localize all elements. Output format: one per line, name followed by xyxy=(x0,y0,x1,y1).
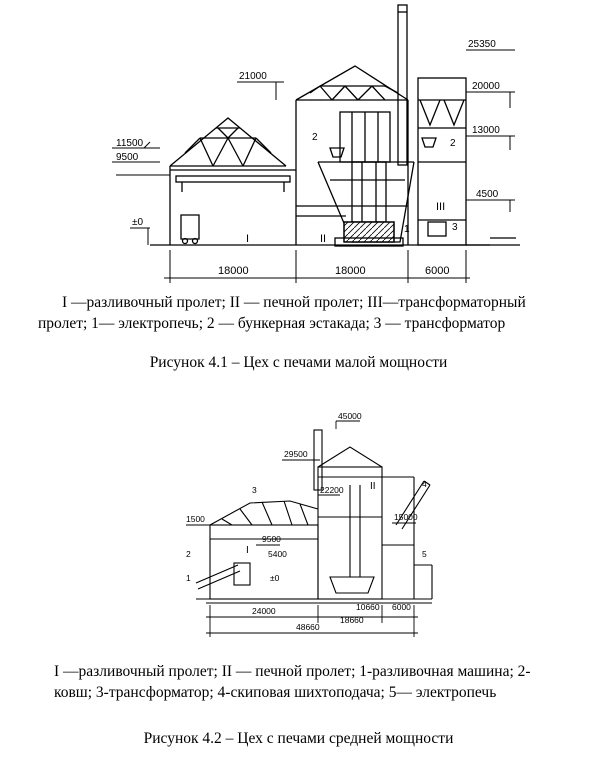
elev-13000: 13000 xyxy=(472,125,500,136)
elev-21000: 21000 xyxy=(239,71,267,82)
bay-label-ii: II xyxy=(320,233,326,245)
callout-2-2: 2 xyxy=(186,549,191,559)
figure-4-1-legend-cont: пролет; 1— электропечь; 2 — бункерная эс… xyxy=(38,314,505,334)
legend2-line-2: ковш; 3-трансформатор; 4-скиповая шихтоп… xyxy=(54,684,497,701)
callout-1: 1 xyxy=(404,224,410,235)
elev-9500: 9500 xyxy=(116,152,139,163)
chimney xyxy=(397,4,408,166)
bay-label-i-2: I xyxy=(246,545,249,556)
span-10660: 10660 xyxy=(356,602,380,612)
span-24000: 24000 xyxy=(252,606,276,616)
figure-4-2-title: Рисунок 4.2 – Цех с печами средней мощно… xyxy=(143,730,454,747)
span-6000: 6000 xyxy=(425,265,449,277)
elev-22200: 22200 xyxy=(320,485,344,495)
span-18000-a: 18000 xyxy=(218,265,249,277)
span-48660: 48660 xyxy=(296,622,320,632)
legend2-line-1: I —разливочный пролет; II — печной проле… xyxy=(54,663,531,680)
figure-4-1-title: Рисунок 4.1 – Цех с печами малой мощност… xyxy=(149,354,448,371)
callout-2-right: 2 xyxy=(450,138,456,149)
span-18660: 18660 xyxy=(340,615,364,625)
electric-furnace xyxy=(329,576,375,594)
span-6000-2: 6000 xyxy=(392,602,411,612)
truss-roof-left-2 xyxy=(209,500,319,526)
callout-2-left: 2 xyxy=(312,132,318,143)
figure-4-2-drawing: 45000 29500 22200 1500 9500 5400 15000 ±… xyxy=(186,411,433,637)
elev-9500-2: 9500 xyxy=(262,534,281,544)
bay-label-i: I xyxy=(246,233,249,245)
elev-1500: 1500 xyxy=(186,514,205,524)
span-18000-b: 18000 xyxy=(335,265,366,277)
legend-line-1: I —разливочный пролет; II — печной проле… xyxy=(62,294,526,311)
elev-5400: 5400 xyxy=(268,549,287,559)
figure-4-2-legend: I —разливочный пролет; II — печной проле… xyxy=(54,662,531,682)
callout-1-2: 1 xyxy=(186,573,191,583)
truss-roof-left xyxy=(169,117,287,167)
transformer-bay xyxy=(417,77,516,246)
callout-5-2: 5 xyxy=(422,549,427,559)
elev-25350: 25350 xyxy=(468,39,496,50)
elev-zero-2: ±0 xyxy=(270,573,280,583)
callout-3: 3 xyxy=(452,222,458,233)
callout-4-2: 4 xyxy=(422,479,427,489)
elev-45000: 45000 xyxy=(338,411,362,421)
elev-zero: ±0 xyxy=(132,217,143,228)
elev-29500: 29500 xyxy=(284,449,308,459)
figure-4-2-legend-cont: ковш; 3-трансформатор; 4-скиповая шихтоп… xyxy=(54,683,496,703)
elev-4500: 4500 xyxy=(476,189,499,200)
callout-3-2: 3 xyxy=(252,485,257,495)
elev-15000: 15000 xyxy=(394,512,418,522)
elev-11500: 11500 xyxy=(116,138,144,149)
figure-4-1-drawing: 25350 21000 20000 13000 11500 9500 4500 … xyxy=(112,4,520,283)
bay-label-iii: III xyxy=(436,201,445,213)
figure-4-1-legend: I —разливочный пролет; II — печной проле… xyxy=(62,293,526,313)
ladle-car xyxy=(180,214,200,240)
bunker-and-furnace xyxy=(317,111,437,247)
legend-line-2: пролет; 1— электропечь; 2 — бункерная эс… xyxy=(38,315,506,332)
bay-label-ii-2: II xyxy=(370,481,376,492)
truss-roof-middle xyxy=(295,65,409,101)
elev-20000: 20000 xyxy=(472,81,500,92)
